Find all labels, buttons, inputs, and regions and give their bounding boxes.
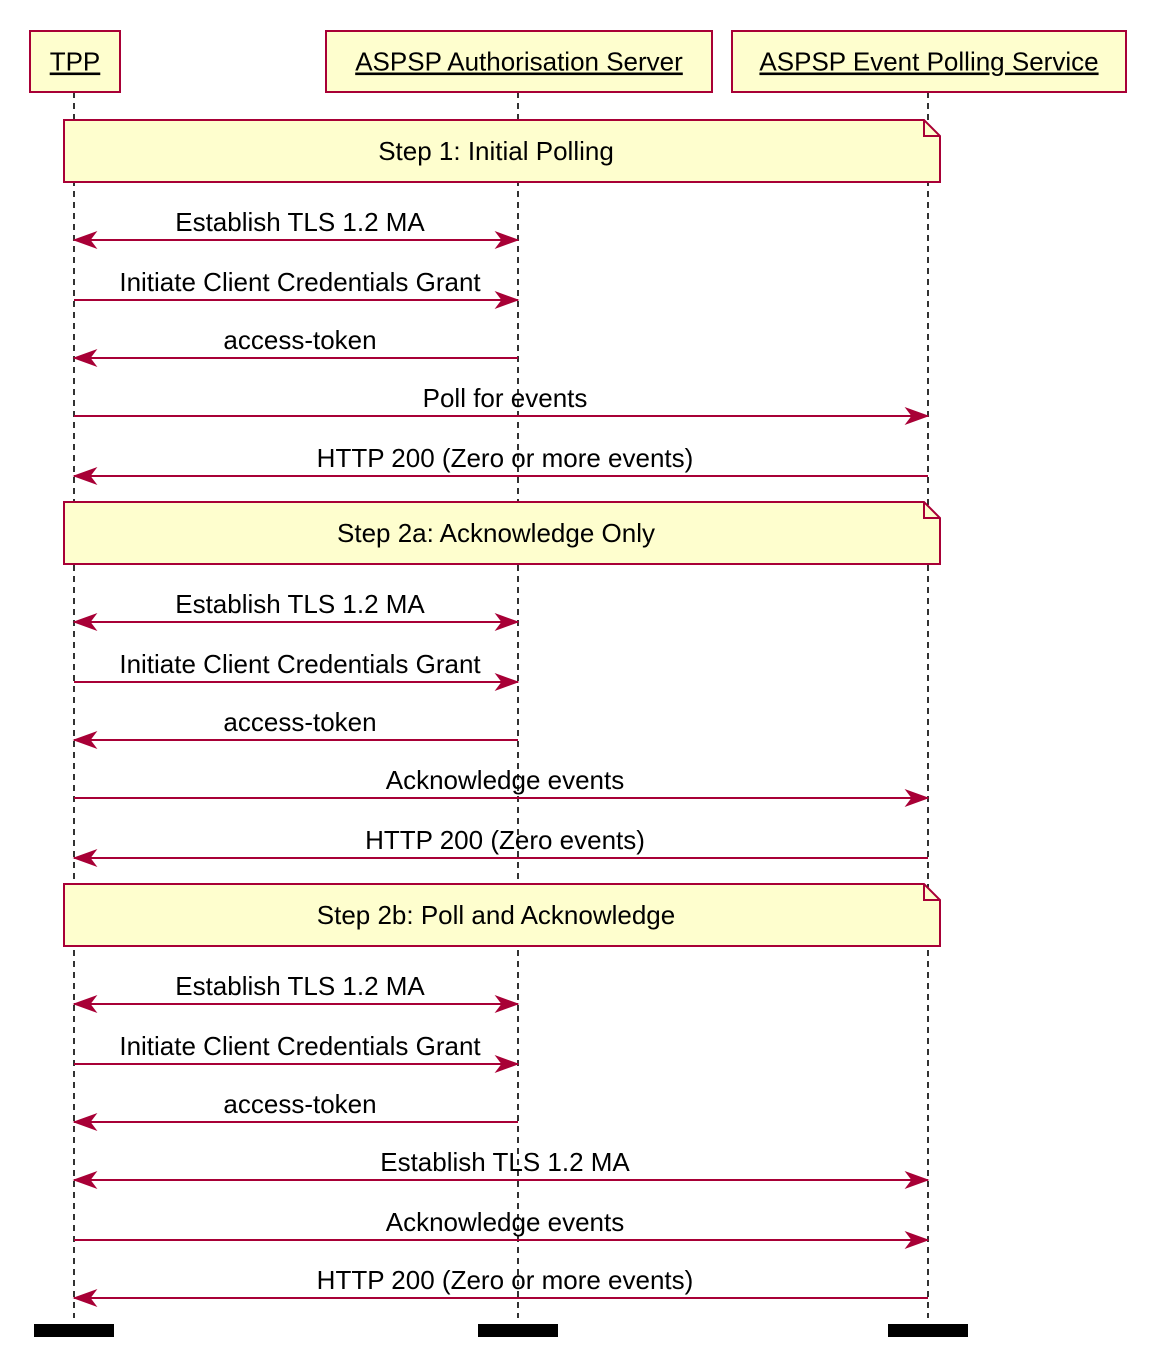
message-label: Initiate Client Credentials Grant [119,267,481,297]
message-arrow: Acknowledge events [74,1207,930,1250]
arrow-head-right [494,994,520,1014]
note-fold [923,120,940,137]
message-label: HTTP 200 (Zero or more events) [317,1265,694,1295]
arrow-head-left [72,730,98,750]
message-label: Establish TLS 1.2 MA [380,1147,630,1177]
message-arrow: access-token [72,325,518,368]
message-label: Poll for events [423,383,588,413]
note-label: Step 1: Initial Polling [378,136,614,166]
arrow-head-left [72,230,98,250]
note-box [63,883,941,947]
arrow-head-right [904,1230,930,1250]
arrow-head-right [494,230,520,250]
message-arrow: HTTP 200 (Zero events) [72,825,928,868]
message-label: Initiate Client Credentials Grant [119,1031,481,1061]
arrow-head-right [904,406,930,426]
message-label: HTTP 200 (Zero events) [365,825,645,855]
message-arrow: access-token [72,1089,518,1132]
step-note: Step 2b: Poll and Acknowledge [63,883,941,947]
message-label: HTTP 200 (Zero or more events) [317,443,694,473]
message-label: access-token [223,1089,376,1119]
message-label: Initiate Client Credentials Grant [119,649,481,679]
arrow-head-left [72,1170,98,1190]
participant-headers: TPP ASPSP Authorisation Server ASPSP Event… [29,30,1127,93]
note-fold [923,884,940,901]
arrow-head-left [72,994,98,1014]
message-arrow: Establish TLS 1.2 MA [72,1147,930,1190]
message-arrow: Establish TLS 1.2 MA [72,589,520,632]
message-arrow: HTTP 200 (Zero or more events) [72,443,928,486]
step-note: Step 2a: Acknowledge Only [63,501,941,565]
arrow-head-left [72,1112,98,1132]
arrow-head-right [494,672,520,692]
note-label: Step 2b: Poll and Acknowledge [317,900,675,930]
note-fold [923,502,940,519]
participant-label: TPP [50,47,101,77]
participant-box [731,30,1127,93]
message-label: Acknowledge events [386,1207,624,1237]
lifeline-end-tpp [34,1324,114,1337]
message-label: access-token [223,707,376,737]
arrow-head-left [72,612,98,632]
arrow-head-left [72,848,98,868]
lifeline-end-auth [478,1324,558,1337]
note-label: Step 2a: Acknowledge Only [337,518,655,548]
note-box [63,501,941,565]
message-arrow: Initiate Client Credentials Grant [74,1031,520,1074]
message-arrow: access-token [72,707,518,750]
participant-auth: ASPSP Authorisation Server [325,30,713,93]
message-label: Establish TLS 1.2 MA [175,971,425,1001]
arrow-head-left [72,466,98,486]
message-arrow: Establish TLS 1.2 MA [72,207,520,250]
arrow-head-right [494,612,520,632]
arrow-head-left [72,1288,98,1308]
arrow-head-right [494,1054,520,1074]
participant-box [29,30,121,93]
participant-label: ASPSP Event Polling Service [759,47,1098,77]
message-arrow: Poll for events [74,383,930,426]
step-note: Step 1: Initial Polling [63,119,941,183]
message-label: Acknowledge events [386,765,624,795]
message-arrow: Establish TLS 1.2 MA [72,971,520,1014]
message-label: access-token [223,325,376,355]
arrow-head-right [904,788,930,808]
lifeline-end-poll [888,1324,968,1337]
message-label: Establish TLS 1.2 MA [175,589,425,619]
message-arrow: Initiate Client Credentials Grant [74,649,520,692]
participant-label: ASPSP Authorisation Server [355,47,683,77]
note-box [63,119,941,183]
arrow-head-right [904,1170,930,1190]
lifeline-terminators [34,1324,968,1337]
message-arrow: HTTP 200 (Zero or more events) [72,1265,928,1308]
arrow-head-left [72,348,98,368]
message-arrow: Initiate Client Credentials Grant [74,267,520,310]
participant-poll: ASPSP Event Polling Service [731,30,1127,93]
message-label: Establish TLS 1.2 MA [175,207,425,237]
arrow-head-right [494,290,520,310]
participant-tpp: TPP [29,30,121,93]
participant-box [325,30,713,93]
message-arrow: Acknowledge events [74,765,930,808]
